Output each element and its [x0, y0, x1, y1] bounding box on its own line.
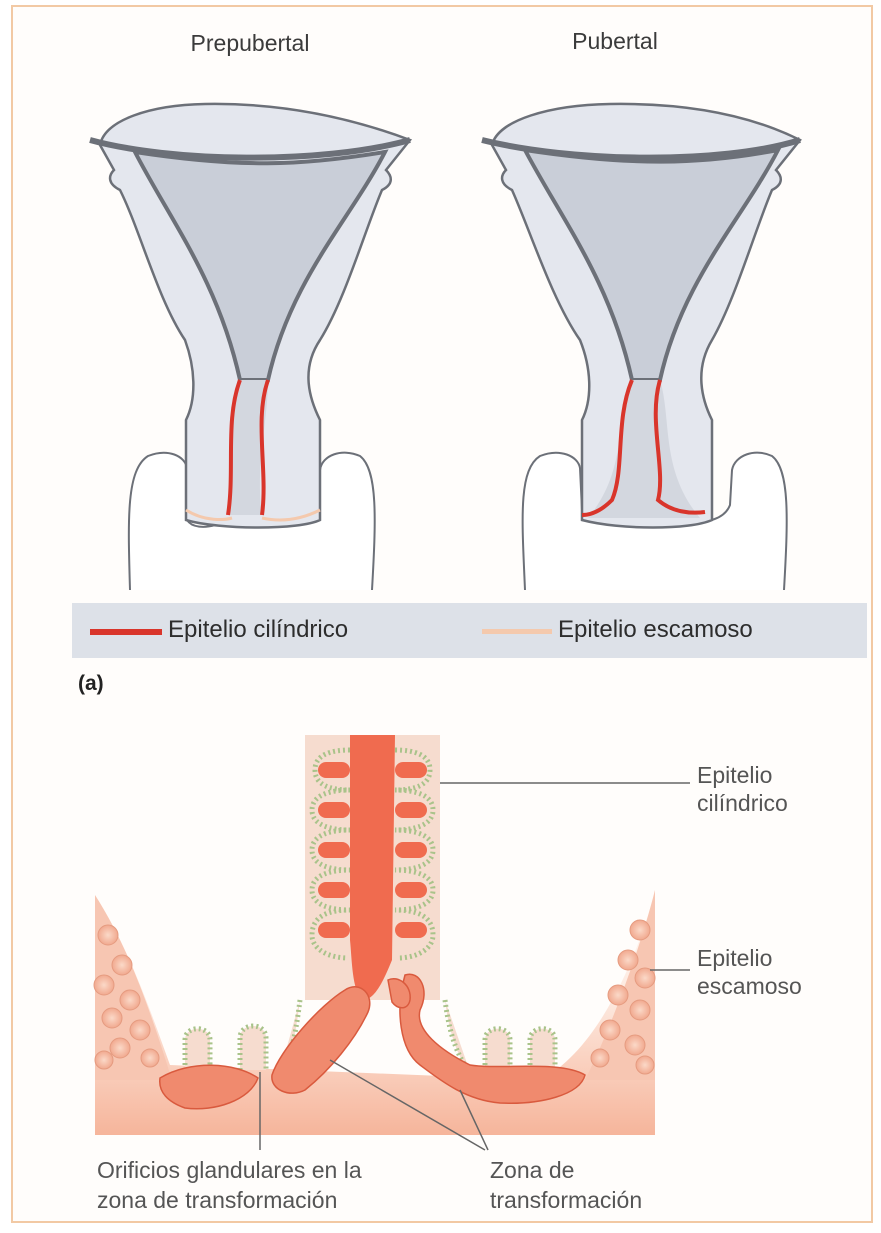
uterus-pubertal [482, 104, 800, 590]
callout-gland-openings-line1: Orificios glandulares en la [97, 1155, 457, 1185]
legend-swatch-cylindrical [90, 629, 162, 635]
legend-swatch-squamous [482, 629, 552, 634]
transformation-zone-section [94, 735, 690, 1150]
callout-cylindrical-line1: Epitelio [697, 761, 847, 789]
legend: Epitelio cilíndrico Epitelio escamoso [72, 603, 867, 658]
callout-squamous: Epitelio escamoso [697, 944, 847, 1000]
legend-label-cylindrical: Epitelio cilíndrico [168, 616, 348, 644]
callout-cylindrical: Epitelio cilíndrico [697, 761, 847, 817]
callout-gland-openings-line2: zona de transformación [97, 1185, 457, 1215]
callout-transformation-zone-line2: transformación [490, 1185, 710, 1215]
callout-transformation-zone: Zona de transformación [490, 1155, 710, 1215]
callout-squamous-line1: Epitelio [697, 944, 847, 972]
figure-label: (a) [78, 672, 104, 696]
uterus-prepubertal [90, 104, 410, 590]
callout-transformation-zone-line1: Zona de [490, 1155, 710, 1185]
callout-squamous-line2: escamoso [697, 972, 847, 1000]
legend-label-squamous: Epitelio escamoso [558, 616, 753, 644]
callout-cylindrical-line2: cilíndrico [697, 789, 847, 817]
callout-gland-openings: Orificios glandulares en la zona de tran… [97, 1155, 457, 1215]
